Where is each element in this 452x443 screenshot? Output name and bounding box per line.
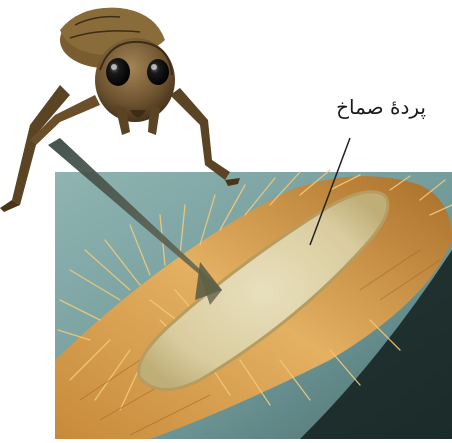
tympanic-membrane-label: پردهٔ صماخ <box>298 95 426 119</box>
